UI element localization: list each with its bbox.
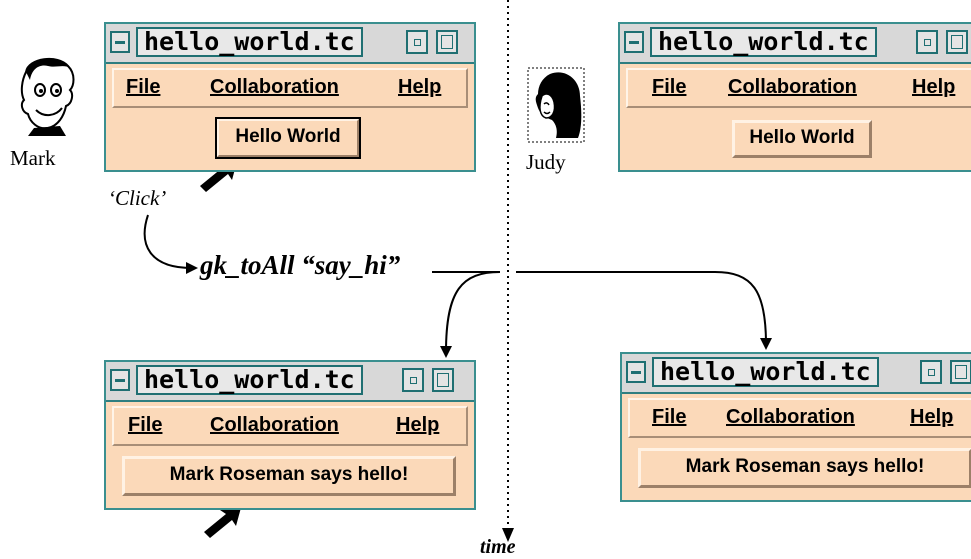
window-title: hello_world.tc (652, 357, 879, 387)
window-titlebar: hello_world.tc (106, 362, 474, 402)
time-arrowhead (502, 528, 514, 542)
window-titlebar: hello_world.tc (106, 24, 474, 64)
cursor-icon (204, 504, 242, 538)
menu-file[interactable]: File (652, 406, 686, 429)
mark-window-after: hello_world.tc File Collaboration Help M… (104, 360, 476, 510)
window-menu-icon[interactable] (110, 369, 130, 391)
menubar: File Collaboration Help (628, 398, 971, 438)
minimize-icon[interactable] (402, 368, 424, 392)
menu-collaboration[interactable]: Collaboration (728, 76, 857, 99)
menu-label: File (652, 406, 687, 428)
menu-label: File (128, 414, 163, 436)
hello-button[interactable]: Mark Roseman says hello! (122, 456, 456, 496)
menu-file[interactable]: File (652, 76, 686, 99)
hello-button[interactable]: Hello World (215, 117, 361, 159)
mark-window-before: hello_world.tc File Collaboration Help H… (104, 22, 476, 172)
menu-collaboration[interactable]: Collaboration (726, 406, 855, 429)
maximize-icon[interactable] (436, 30, 458, 54)
window-menu-icon[interactable] (110, 31, 130, 53)
mark-label: Mark (10, 146, 56, 170)
menu-label: Collaboration (210, 414, 339, 436)
window-title: hello_world.tc (650, 27, 877, 57)
menu-label: File (652, 76, 687, 98)
hello-button[interactable]: Mark Roseman says hello! (638, 448, 971, 488)
menu-label: File (126, 76, 161, 98)
window-menu-icon[interactable] (626, 361, 646, 383)
judy-window-before: hello_world.tc File Collaboration Help H… (618, 22, 971, 172)
menu-collaboration[interactable]: Collaboration (210, 76, 339, 99)
command-annotation: gk_toAll “say_hi” (200, 250, 401, 280)
click-annotation: ‘Click’ (108, 186, 167, 210)
click-to-command-arrow (143, 214, 198, 274)
menu-file[interactable]: File (128, 414, 162, 437)
minimize-icon[interactable] (406, 30, 428, 54)
menu-label: Collaboration (728, 76, 857, 98)
judy-avatar-frame (527, 67, 585, 143)
menubar: File Collaboration Help (112, 68, 468, 108)
arrow-to-judy-window (714, 271, 772, 350)
menu-help[interactable]: Help (396, 414, 439, 437)
menubar: File Collaboration Help (112, 406, 468, 446)
time-axis-label: time (480, 536, 516, 558)
window-titlebar: hello_world.tc (620, 24, 971, 64)
menu-collaboration[interactable]: Collaboration (210, 414, 339, 437)
window-menu-icon[interactable] (624, 31, 644, 53)
judy-label: Judy (526, 150, 566, 174)
minimize-icon[interactable] (920, 360, 942, 384)
hello-button[interactable]: Hello World (732, 120, 872, 158)
menu-label: Collaboration (726, 406, 855, 428)
judy-window-after: hello_world.tc File Collaboration Help M… (620, 352, 971, 502)
judy-avatar-icon (535, 72, 582, 138)
menu-label: Help (910, 406, 954, 428)
maximize-icon[interactable] (946, 30, 968, 54)
menu-help[interactable]: Help (398, 76, 441, 99)
maximize-icon[interactable] (950, 360, 971, 384)
maximize-icon[interactable] (432, 368, 454, 392)
menu-label: Collaboration (210, 76, 339, 98)
window-titlebar: hello_world.tc (622, 354, 971, 394)
menu-help[interactable]: Help (912, 76, 955, 99)
window-title: hello_world.tc (136, 27, 363, 57)
menu-file[interactable]: File (126, 76, 160, 99)
mark-avatar-icon (20, 57, 75, 136)
menubar: File Collaboration Help (626, 68, 971, 108)
menu-label: Help (396, 414, 440, 436)
menu-label: Help (912, 76, 956, 98)
menu-label: Help (398, 76, 442, 98)
arrow-to-mark-window (440, 271, 501, 358)
menu-help[interactable]: Help (910, 406, 953, 429)
window-title: hello_world.tc (136, 365, 363, 395)
minimize-icon[interactable] (916, 30, 938, 54)
